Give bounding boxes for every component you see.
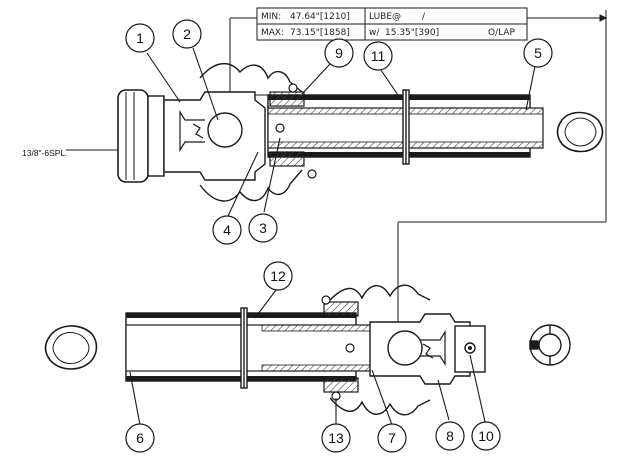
callout-10-label: 10 (478, 428, 494, 444)
callout-12-label: 12 (270, 268, 286, 284)
shield-ring-bottom (240, 307, 248, 389)
callout-8: 8 (435, 421, 465, 451)
spline-label-group: 13/8"-6SPL. (22, 148, 68, 158)
spline-label: 13/8"-6SPL. (22, 148, 68, 158)
spec-olap-label: O/LAP (488, 28, 515, 38)
callout-6: 6 (125, 423, 155, 453)
callout-9: 9 (324, 38, 354, 68)
callout-3-label: 3 (259, 220, 267, 236)
spec-with-label: w/ (369, 28, 380, 38)
callouts (129, 47, 536, 426)
spec-min-value: 47.64"[1210] (290, 12, 350, 22)
spec-table: MIN: 47.64"[1210] MAX: 73.15"[1858] LUBE… (256, 7, 528, 41)
callout-6-label: 6 (136, 430, 144, 446)
callout-3: 3 (248, 213, 278, 243)
callout-2-label: 2 (183, 26, 191, 42)
spec-max-label: MAX: (261, 28, 284, 38)
top-shaft-assembly (66, 63, 544, 202)
callout-11: 11 (363, 41, 393, 71)
callout-2: 2 (172, 19, 202, 49)
callout-circles: 1 2 9 11 5 4 3 12 (125, 19, 553, 453)
callout-10: 10 (471, 421, 501, 451)
boot-top (199, 63, 303, 202)
profile-section-bottom (44, 325, 98, 370)
callout-11-label: 11 (371, 48, 386, 64)
yoke-bottom (369, 313, 486, 385)
callout-4-label: 4 (223, 222, 231, 238)
shield-ring-top (402, 89, 410, 165)
callout-13-label: 13 (328, 430, 344, 446)
callout-1-label: 1 (136, 30, 144, 46)
callout-5-label: 5 (534, 45, 542, 61)
callout-13: 13 (321, 423, 351, 453)
dimension-lines (229, 10, 608, 345)
bearing-ring-top (269, 83, 317, 179)
spec-with-value: 15.35"[390] (385, 28, 439, 38)
callout-7: 7 (377, 423, 407, 453)
boot-bottom (329, 284, 431, 416)
callout-8-label: 8 (446, 428, 454, 444)
inner-tube-bottom (125, 324, 375, 372)
end-view-bottom (529, 324, 571, 366)
bearing-ring-bottom (321, 295, 359, 401)
spec-min-label: MIN: (261, 12, 281, 22)
spline-yoke-top (117, 89, 266, 183)
callout-12: 12 (263, 261, 293, 291)
profile-section-top (556, 111, 604, 153)
callout-9-label: 9 (335, 45, 343, 61)
callout-7-label: 7 (388, 430, 396, 446)
spec-max-value: 73.15"[1858] (290, 28, 350, 38)
callout-5: 5 (523, 38, 553, 68)
callout-1: 1 (125, 23, 155, 53)
spec-lube-label: LUBE@ (369, 12, 401, 22)
callout-4: 4 (212, 215, 242, 245)
bottom-shaft-assembly (125, 284, 486, 416)
spec-lube-value: / (422, 12, 426, 22)
